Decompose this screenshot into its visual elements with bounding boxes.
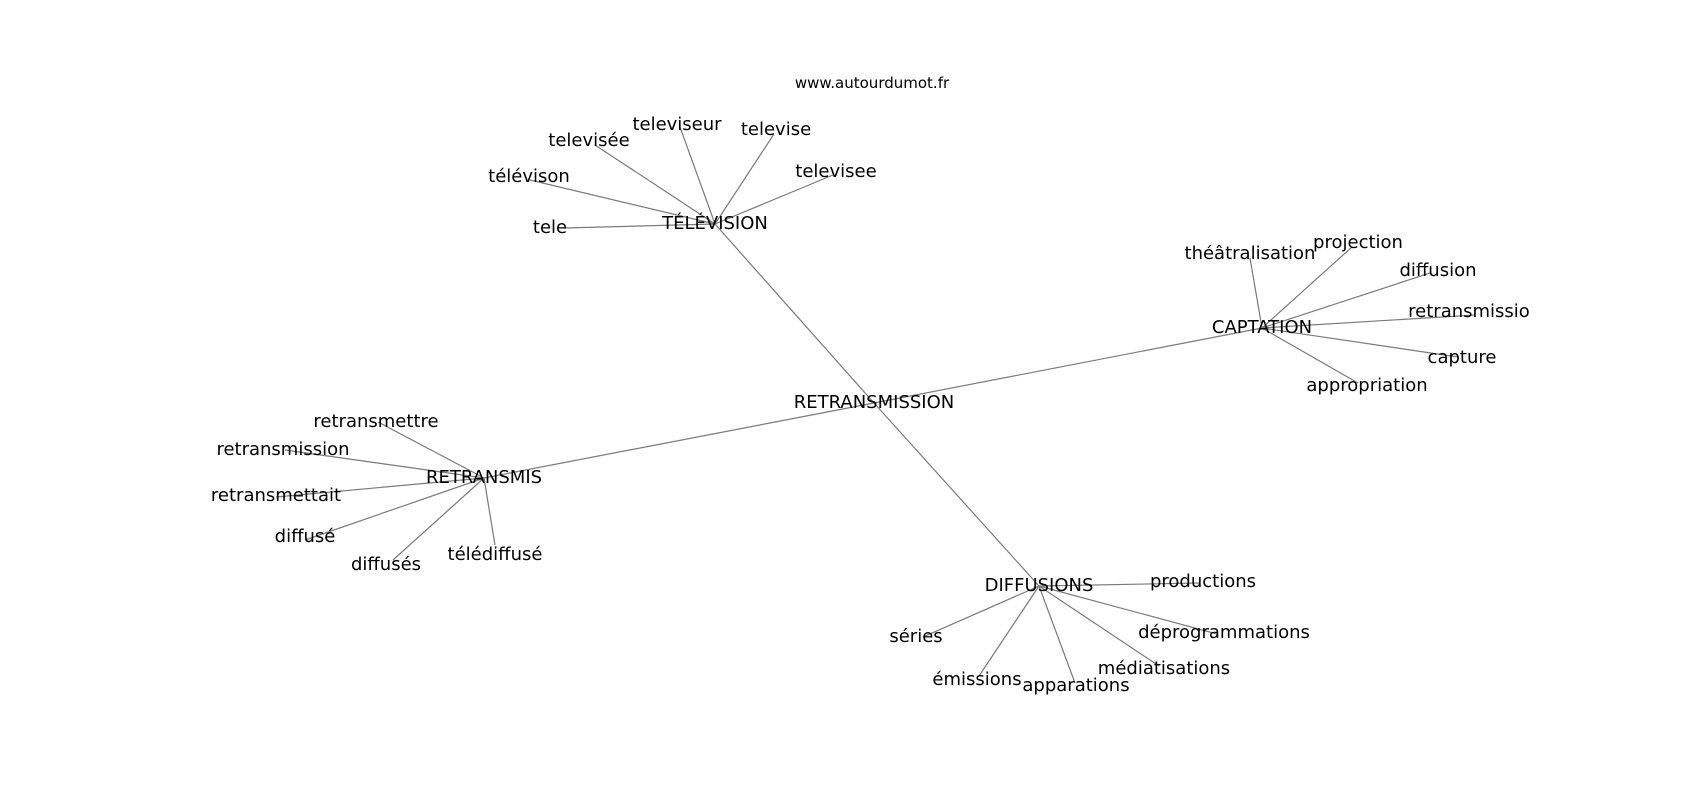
edge-center-to-hub xyxy=(873,327,1263,404)
word-node-label[interactable]: apparations xyxy=(1022,675,1129,696)
word-node-label[interactable]: émissions xyxy=(932,669,1021,690)
edge-hub-to-word xyxy=(284,449,485,479)
edge-hub-to-word xyxy=(1261,314,1476,329)
edge-hub-to-word xyxy=(563,223,716,229)
word-node-label[interactable]: productions xyxy=(1150,571,1256,592)
edge-hub-to-word xyxy=(1261,327,1459,358)
edge-hub-to-word xyxy=(1038,585,1160,667)
edge-hub-to-word xyxy=(1249,257,1263,329)
edge-hub-to-word xyxy=(714,133,775,225)
edge-hub-to-word xyxy=(392,477,485,561)
word-node-label[interactable]: appropriation xyxy=(1306,375,1427,396)
hub-node-label[interactable]: CAPTATION xyxy=(1212,317,1312,338)
edge-hub-to-word xyxy=(377,421,485,479)
edge-hub-to-word xyxy=(922,585,1040,638)
word-node-label[interactable]: séries xyxy=(889,626,942,647)
edge-hub-to-word xyxy=(1038,585,1076,684)
site-watermark: www.autourdumot.fr xyxy=(795,74,950,92)
hub-node-label[interactable]: DIFFUSIONS xyxy=(985,575,1094,596)
edge-center-to-hub xyxy=(714,223,875,404)
edge-layer xyxy=(275,126,1476,684)
word-node-label[interactable]: retransmission xyxy=(216,439,349,460)
edge-hub-to-word xyxy=(1261,272,1431,329)
edge-hub-to-word xyxy=(679,126,716,225)
word-node-label[interactable]: médiatisations xyxy=(1098,658,1230,679)
word-node-label[interactable]: retransmettre xyxy=(313,411,438,432)
word-node-label[interactable]: télédiffusé xyxy=(448,544,543,565)
edge-hub-to-word xyxy=(1038,582,1201,587)
word-node-label[interactable]: télévison xyxy=(488,166,570,187)
edge-hub-to-word xyxy=(529,179,716,225)
word-node-label[interactable]: diffusés xyxy=(351,554,421,575)
word-node-label[interactable]: déprogrammations xyxy=(1138,622,1310,643)
edge-hub-to-word xyxy=(275,477,485,498)
hub-node-label[interactable]: TÉLÉVISION xyxy=(661,212,768,234)
edge-hub-to-word xyxy=(978,585,1040,677)
word-node-label[interactable]: retransmettait xyxy=(211,485,341,506)
word-node-label[interactable]: televisée xyxy=(548,130,629,151)
word-node-label[interactable]: théâtralisation xyxy=(1185,243,1316,264)
edge-hub-to-word xyxy=(483,477,496,546)
center-node-label[interactable]: RETRANSMISSION xyxy=(794,392,955,413)
edge-hub-to-word xyxy=(1261,327,1359,384)
edge-hub-to-word xyxy=(1261,246,1353,329)
edge-hub-to-word xyxy=(714,174,834,225)
edge-hub-to-word xyxy=(1038,585,1218,635)
word-node-label[interactable]: projection xyxy=(1313,232,1403,253)
word-node-label[interactable]: retransmissio xyxy=(1408,301,1530,322)
word-node-label[interactable]: televise xyxy=(741,119,811,140)
hub-node-label[interactable]: RETRANSMIS xyxy=(426,467,542,488)
edge-center-to-hub xyxy=(873,402,1040,587)
label-layer: RETRANSMISSIONTÉLÉVISIONteleviseurtelevi… xyxy=(211,114,1530,696)
word-node-label[interactable]: televiseur xyxy=(632,114,722,135)
word-node-label[interactable]: capture xyxy=(1428,347,1497,368)
word-node-label[interactable]: tele xyxy=(533,217,567,238)
word-node-label[interactable]: diffusé xyxy=(275,526,336,547)
edge-hub-to-word xyxy=(594,144,716,225)
edge-hub-to-word xyxy=(304,477,485,541)
word-node-label[interactable]: televisee xyxy=(795,161,876,182)
word-node-label[interactable]: diffusion xyxy=(1399,260,1476,281)
edge-center-to-hub xyxy=(483,402,875,479)
